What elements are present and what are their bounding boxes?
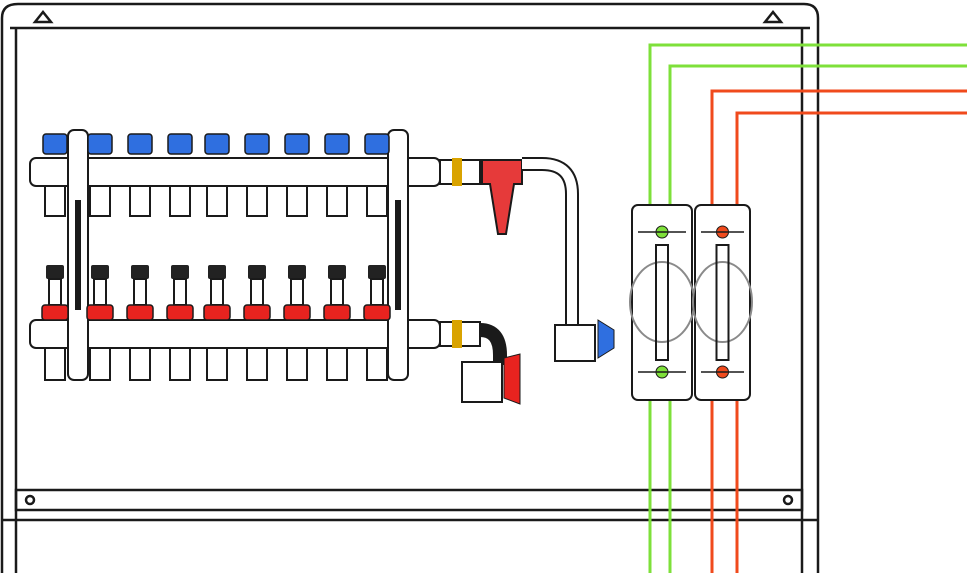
bracket-slot <box>395 200 401 310</box>
supply-elbow-pipe <box>522 157 579 344</box>
flowmeter-tube <box>173 278 187 306</box>
bottom-rail <box>14 488 804 512</box>
hanger-hook <box>762 9 784 24</box>
supply-outlet <box>206 185 228 217</box>
return-ring <box>166 304 194 321</box>
flowmeter-tube <box>330 278 344 306</box>
supply-valve-cap <box>244 133 270 155</box>
flowmeter-tube <box>210 278 224 306</box>
valve-stem <box>655 244 669 361</box>
flowmeter-cap <box>131 265 149 279</box>
supply-elbow-pipe-inner <box>522 159 577 344</box>
flowmeter-tube <box>290 278 304 306</box>
return-ring <box>243 304 271 321</box>
supply-valve-cap <box>127 133 153 155</box>
supply-ball-valve <box>554 324 596 362</box>
brass-nut <box>452 158 462 186</box>
flowmeter-tube <box>48 278 62 306</box>
supply-valve-cap <box>87 133 113 155</box>
return-ring <box>363 304 391 321</box>
return-ring <box>126 304 154 321</box>
supply-valve-cap <box>167 133 193 155</box>
green-pipe <box>668 64 967 573</box>
flowmeter-cap <box>91 265 109 279</box>
return-ring <box>203 304 231 321</box>
return-ring <box>323 304 351 321</box>
flowmeter-cap <box>208 265 226 279</box>
flowmeter-tube <box>250 278 264 306</box>
red-valve-handle <box>503 353 521 405</box>
valve-block <box>631 204 693 401</box>
return-outlet <box>206 347 228 381</box>
flowmeter-tube <box>133 278 147 306</box>
supply-outlet <box>169 185 191 217</box>
bracket-slot <box>75 200 81 310</box>
flowmeter-cap <box>248 265 266 279</box>
return-outlet <box>326 347 348 381</box>
brass-nut <box>452 320 462 348</box>
supply-outlet <box>129 185 151 217</box>
cabinet-outline <box>0 2 820 573</box>
supply-outlet <box>286 185 308 217</box>
flowmeter-tube <box>370 278 384 306</box>
supply-valve-cap <box>42 133 68 155</box>
supply-outlet <box>326 185 348 217</box>
supply-valve-cap <box>324 133 350 155</box>
blue-valve-handle <box>597 319 615 359</box>
valve-block <box>694 204 751 401</box>
return-elbow <box>479 323 507 365</box>
supply-valve-cap <box>204 133 230 155</box>
supply-valve-cap <box>364 133 390 155</box>
return-ring <box>86 304 114 321</box>
rail-screw <box>782 494 794 506</box>
flowmeter-cap <box>171 265 189 279</box>
return-outlet <box>169 347 191 381</box>
return-ring <box>283 304 311 321</box>
supply-outlet <box>366 185 388 217</box>
red-pipe <box>735 111 967 573</box>
return-manifold-bar <box>29 319 441 349</box>
return-outlet <box>89 347 111 381</box>
return-outlet <box>129 347 151 381</box>
strainer-filter <box>481 159 523 235</box>
flowmeter-cap <box>288 265 306 279</box>
flowmeter-cap <box>328 265 346 279</box>
isolation-valve-blocks <box>629 204 753 401</box>
supply-outlet <box>44 185 66 217</box>
return-outlet <box>246 347 268 381</box>
valve-block-body <box>692 261 753 343</box>
red-pipe <box>710 89 967 573</box>
supply-valve-cap <box>284 133 310 155</box>
manifold <box>29 129 615 405</box>
flowmeter-tube <box>93 278 107 306</box>
rail-screw <box>24 494 36 506</box>
hanger-hook <box>32 9 54 24</box>
return-outlet <box>44 347 66 381</box>
return-outlet <box>366 347 388 381</box>
supply-manifold-bar <box>29 157 441 187</box>
valve-stem <box>715 244 730 361</box>
return-ball-valve <box>461 361 503 403</box>
flowmeter-cap <box>368 265 386 279</box>
return-ring <box>41 304 69 321</box>
supply-outlet <box>89 185 111 217</box>
return-outlet <box>286 347 308 381</box>
supply-outlet <box>246 185 268 217</box>
cabinet-frame <box>0 2 820 573</box>
flowmeter-cap <box>46 265 64 279</box>
